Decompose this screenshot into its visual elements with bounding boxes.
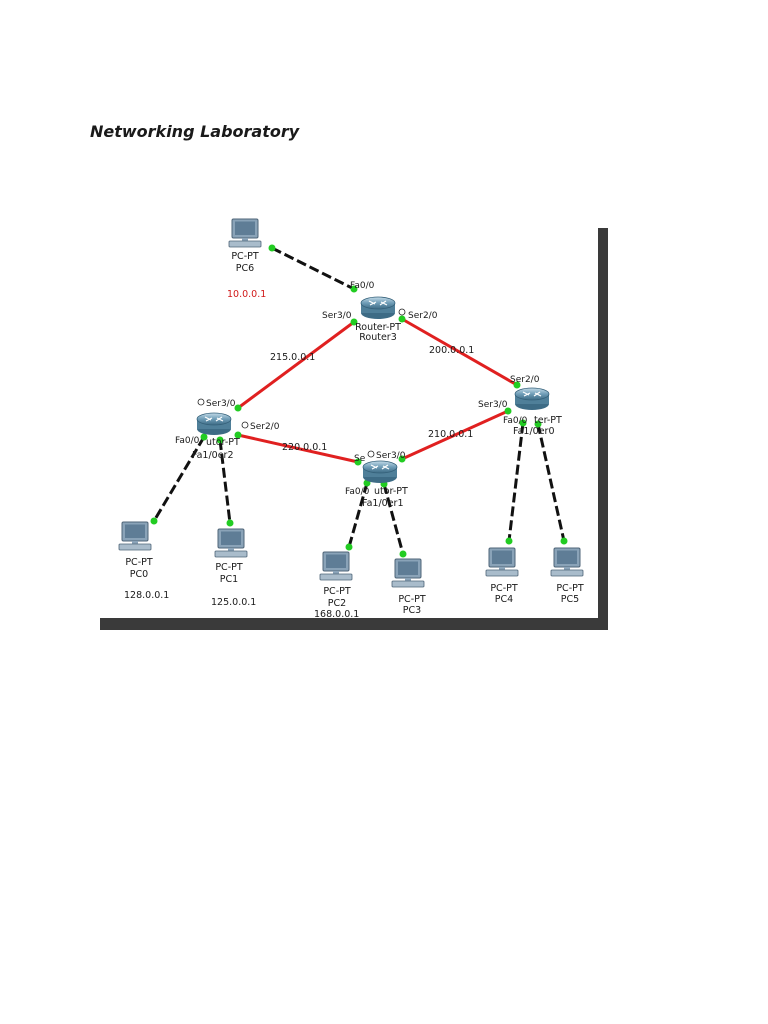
router2-icon[interactable] <box>196 412 232 436</box>
net-r3-r2-label: 215.0.0.1 <box>270 352 315 363</box>
frame-border-bottom <box>100 618 608 630</box>
pc4-icon[interactable] <box>485 547 519 577</box>
pc0-icon[interactable] <box>118 521 152 551</box>
clock-icons <box>197 308 406 458</box>
router3-type-label: Router-PT <box>355 322 401 333</box>
r1-ser-label: Se <box>354 454 366 464</box>
pc0-name-label: PC0 <box>130 569 148 580</box>
link-router0-pc4 <box>507 422 525 542</box>
r2-ser3-label: Ser3/0 <box>206 399 236 409</box>
pc3-type-label: PC-PT <box>398 594 426 605</box>
r0-ser3-label: Ser3/0 <box>478 400 508 410</box>
page-title: Networking Laboratory <box>90 122 300 141</box>
pc5-icon[interactable] <box>550 547 584 577</box>
link-router1-pc2 <box>347 482 369 548</box>
router2-name-label: Fa1/0er2 <box>192 450 234 461</box>
r3-fa-label: Fa0/0 <box>350 281 375 291</box>
network-topology-diagram: Fa0/0 Ser3/0 Ser2/0 Router-PT Router3 PC… <box>92 216 608 630</box>
pc2-name-label: PC2 <box>328 598 346 609</box>
link-router2-router1 <box>237 433 359 464</box>
link-router0-router1 <box>401 409 509 461</box>
pc5-type-label: PC-PT <box>556 583 584 594</box>
link-router0-pc5 <box>536 423 566 542</box>
pc6-ip-label: 10.0.0.1 <box>227 289 266 300</box>
r3-ser2-label: Ser2/0 <box>408 311 438 321</box>
r3-ser3-label: Ser3/0 <box>322 311 352 321</box>
pc3-icon[interactable] <box>391 558 425 588</box>
router1-icon[interactable] <box>362 460 398 484</box>
r2-fa-label: Fa0/0 <box>175 436 200 446</box>
router0-name-label: Fa1/0er0 <box>513 426 555 437</box>
link-router2-pc0 <box>152 436 206 522</box>
pc3-name-label: PC3 <box>403 605 421 616</box>
router1-name-label: Fa1/0er1 <box>362 498 404 509</box>
net-r2-r1-label: 220.0.0.1 <box>282 442 327 453</box>
r0-ser2-label: Ser2/0 <box>510 375 540 385</box>
router0-icon[interactable] <box>514 387 550 411</box>
net-r0-r1-label: 210.0.0.1 <box>428 429 473 440</box>
pc2-ip-label: 168.0.0.1 <box>314 609 359 620</box>
r1-ser3-label: Ser3/0 <box>376 451 406 461</box>
pc4-name-label: PC4 <box>495 594 513 605</box>
link-pc6-router3 <box>271 246 355 291</box>
r0-fa-label: Fa0/0 <box>503 416 528 426</box>
pc6-name-label: PC6 <box>236 263 254 274</box>
pc0-ip-label: 128.0.0.1 <box>124 590 169 601</box>
r1-fa-label: Fa0/0 <box>345 487 370 497</box>
serial-links <box>237 317 518 464</box>
ethernet-links <box>152 246 566 555</box>
pc4-type-label: PC-PT <box>490 583 518 594</box>
link-router1-pc3 <box>382 483 405 555</box>
link-router3-router2 <box>237 320 355 410</box>
router1-type-label: utor-PT <box>374 486 408 497</box>
topology-canvas: Fa0/0 Ser3/0 Ser2/0 Router-PT Router3 PC… <box>100 218 608 630</box>
router2-type-label: utor-PT <box>206 437 240 448</box>
net-r3-r0-label: 200.0.0.1 <box>429 345 474 356</box>
pc0-type-label: PC-PT <box>125 557 153 568</box>
pc1-type-label: PC-PT <box>215 562 243 573</box>
link-router3-router0 <box>401 317 518 387</box>
router3-icon[interactable] <box>360 296 396 320</box>
frame-border-right <box>598 228 608 630</box>
pc2-icon[interactable] <box>319 551 353 581</box>
r2-ser2-label: Ser2/0 <box>250 422 280 432</box>
router3-name-label: Router3 <box>359 332 397 343</box>
pc1-icon[interactable] <box>214 528 248 558</box>
pc6-type-label: PC-PT <box>231 251 259 262</box>
port-indicators <box>150 244 568 558</box>
pc1-ip-label: 125.0.0.1 <box>211 597 256 608</box>
pc6-icon[interactable] <box>228 218 262 248</box>
pc2-type-label: PC-PT <box>323 586 351 597</box>
router0-type-label: ter-PT <box>534 415 562 426</box>
pc1-name-label: PC1 <box>220 574 238 585</box>
pc5-name-label: PC5 <box>561 594 579 605</box>
